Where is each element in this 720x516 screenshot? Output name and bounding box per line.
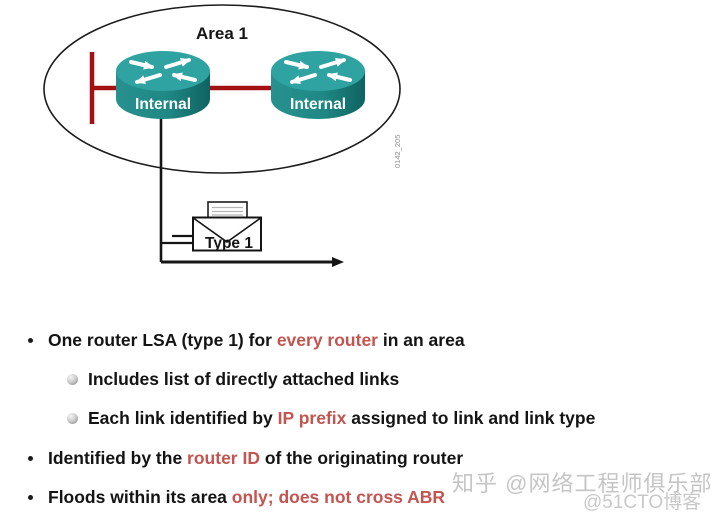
area-boundary-ellipse bbox=[43, 4, 401, 174]
topology-diagram: Area 1 Internal Internal bbox=[43, 4, 402, 267]
area-label: Area 1 bbox=[196, 24, 248, 43]
router-arrow-icon bbox=[135, 73, 162, 84]
bullet-item: One router LSA (type 1) for every router… bbox=[28, 329, 465, 352]
router-arrow-icon bbox=[284, 60, 309, 70]
bullet-dot-icon bbox=[28, 456, 33, 461]
bullet-ball-icon bbox=[67, 374, 78, 385]
bullet-text: Each link identified by IP prefix assign… bbox=[88, 408, 596, 428]
router-right-label: Internal bbox=[290, 96, 346, 113]
packet-type-label: Type 1 bbox=[205, 235, 253, 252]
router-arrow-icon bbox=[172, 72, 197, 82]
bullet-dot-icon bbox=[28, 495, 33, 500]
lsa-packet-icon: Type 1 bbox=[161, 201, 262, 252]
router-left-icon: Internal bbox=[116, 51, 210, 119]
bullet-item: Includes list of directly attached links bbox=[67, 368, 400, 391]
bullet-item: Identified by the router ID of the origi… bbox=[28, 447, 464, 470]
envelope-body bbox=[192, 216, 262, 252]
router-arrow-icon bbox=[129, 60, 154, 70]
bullet-text: One router LSA (type 1) for every router… bbox=[48, 330, 465, 350]
bullet-text: Floods within its area only; does not cr… bbox=[48, 487, 446, 507]
bullet-text: Identified by the router ID of the origi… bbox=[48, 448, 464, 468]
bullet-item: Floods within its area only; does not cr… bbox=[28, 486, 446, 509]
router-left-label: Internal bbox=[135, 96, 191, 113]
router-arrow-icon bbox=[164, 58, 191, 69]
bullet-dot-icon bbox=[28, 338, 33, 343]
figure-code: 0142_205 bbox=[393, 135, 402, 168]
router-arrow-icon bbox=[327, 72, 352, 82]
bullet-text: Includes list of directly attached links bbox=[88, 369, 400, 389]
router-right-icon: Internal bbox=[271, 51, 365, 119]
router-arrow-icon bbox=[290, 73, 317, 84]
bullet-ball-icon bbox=[67, 413, 78, 424]
bullet-item: Each link identified by IP prefix assign… bbox=[67, 407, 596, 430]
router-arrow-icon bbox=[319, 58, 346, 69]
envelope-flap bbox=[193, 217, 261, 243]
